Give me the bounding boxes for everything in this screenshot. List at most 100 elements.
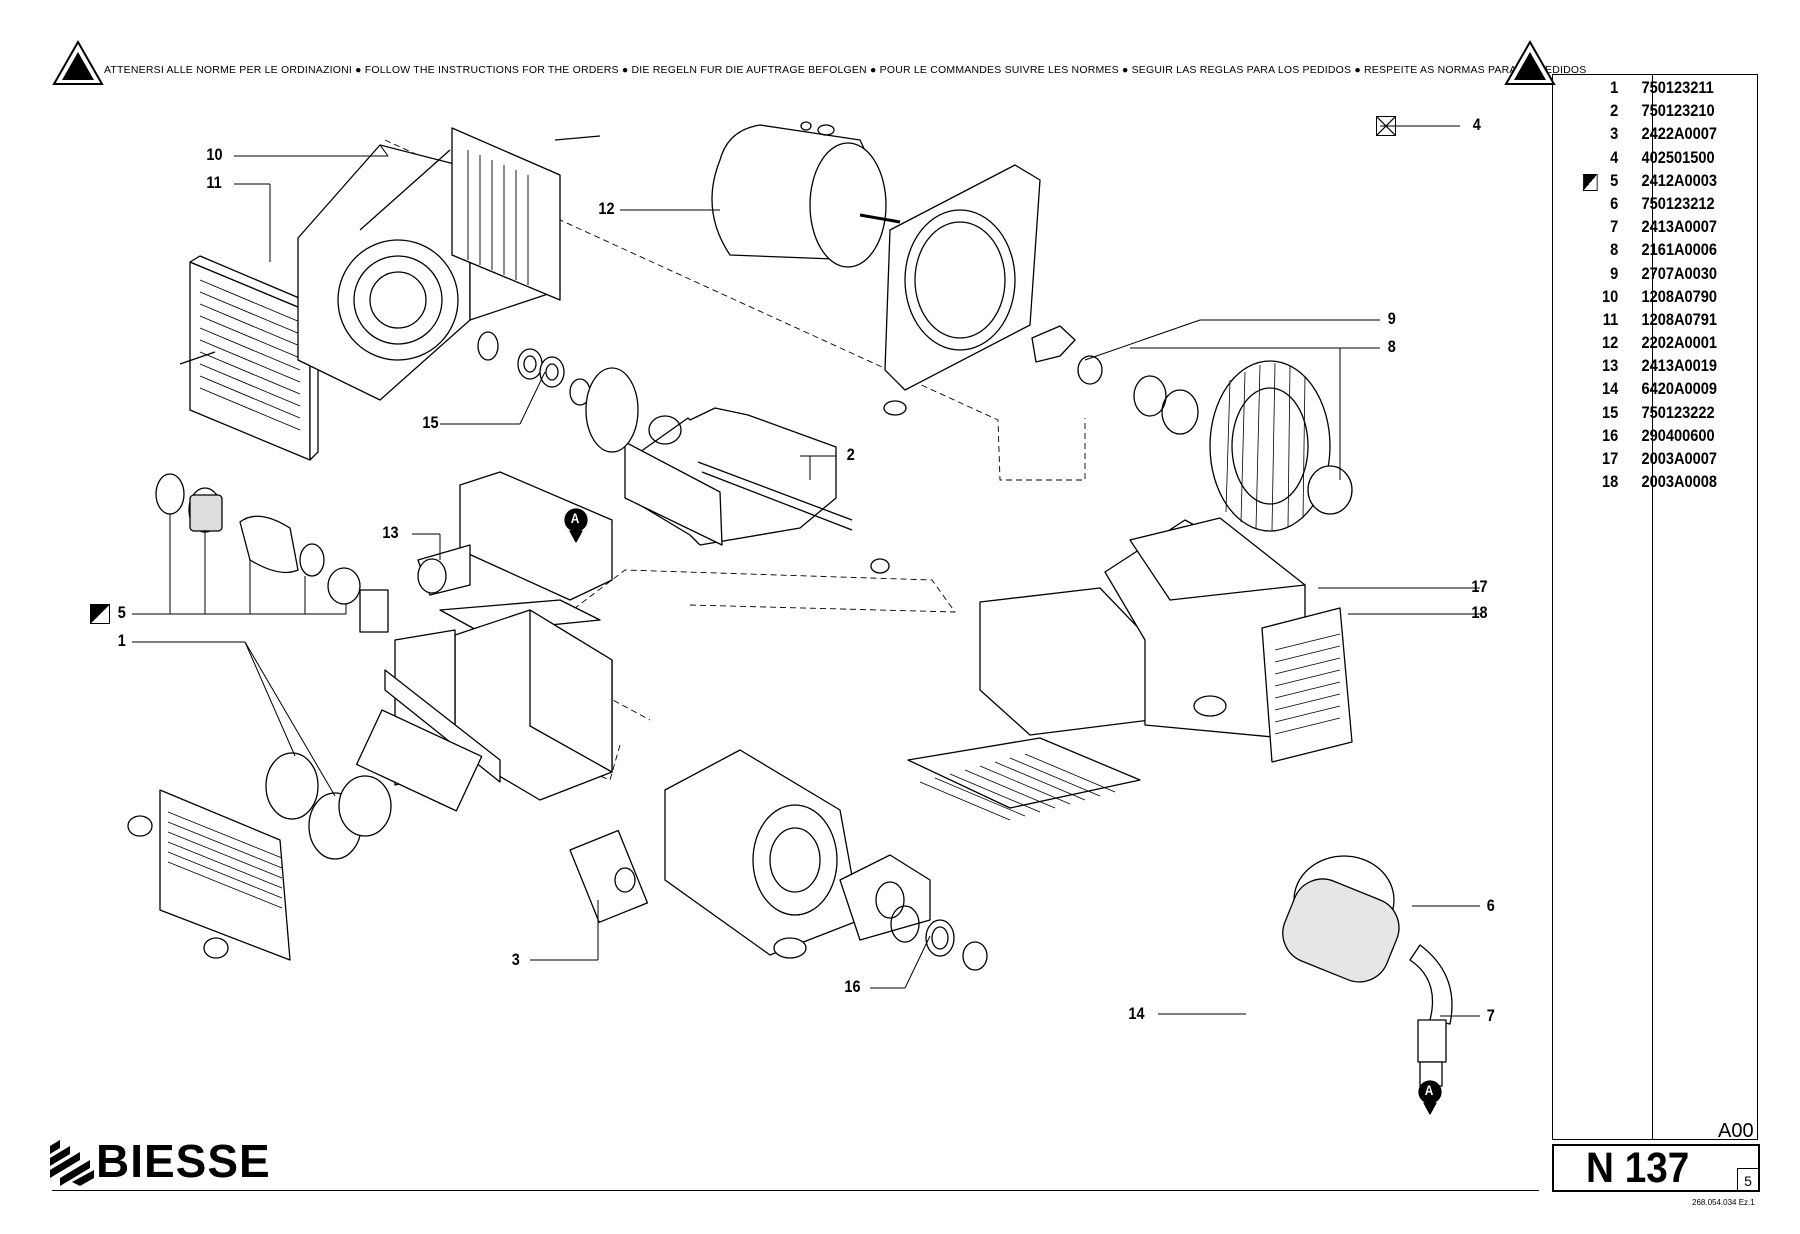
part-code: 1208A0790: [1641, 286, 1718, 306]
end-cover-grille: [127, 752, 392, 961]
part-number: 9: [1610, 263, 1619, 283]
biesse-logo-icon: [50, 1140, 94, 1186]
part-number: 7: [1610, 217, 1619, 237]
part-code: 6420A0009: [1641, 379, 1718, 399]
part-code: 2202A0001: [1641, 333, 1718, 353]
part-code: 290400600: [1641, 425, 1715, 445]
pump-body: [355, 609, 613, 812]
part-number: 16: [1601, 425, 1619, 445]
part-number: 15: [1601, 402, 1619, 422]
callout-16: 16: [844, 977, 861, 996]
wear-part-marker-icon: [90, 604, 110, 624]
parts-list-row: 1 750123211: [1552, 78, 1729, 101]
detail-inset-filter: [1282, 855, 1453, 1087]
rear-hood-cover: [1104, 517, 1306, 741]
parts-list-row: 9 2707A0030: [1552, 264, 1729, 287]
callout-10: 10: [206, 145, 223, 164]
parts-list-row: 15 750123222: [1552, 403, 1729, 426]
parts-list-row: 4 402501500: [1552, 148, 1729, 171]
part-number: 11: [1602, 309, 1619, 329]
callout-18: 18: [1471, 603, 1488, 622]
end-plate: [839, 854, 931, 941]
parts-list-row: 5 2412A0003: [1552, 171, 1729, 194]
detail-a-label: A: [570, 510, 580, 526]
callout-3: 3: [511, 950, 520, 969]
parts-list-row: 6 750123212: [1552, 194, 1729, 217]
parts-list-row: 2 750123210: [1552, 101, 1729, 124]
part-number: 1: [1610, 78, 1619, 97]
part-code: 750123211: [1641, 78, 1714, 97]
callout-1: 1: [117, 631, 126, 650]
part-number: 3: [1610, 124, 1619, 144]
callout-9: 9: [1387, 309, 1396, 328]
part-code: 750123222: [1641, 402, 1715, 422]
brand-name: BIESSE: [96, 1135, 271, 1187]
callout-15: 15: [422, 413, 439, 432]
callout-4: 4: [1472, 115, 1481, 134]
page-number-box: [1552, 1144, 1760, 1192]
left-grille-cover: [179, 255, 319, 461]
part-number: 12: [1601, 333, 1619, 353]
part-number: 5: [1610, 170, 1619, 190]
detail-a-marker: [1418, 1080, 1442, 1115]
rotor-assembly: [585, 367, 890, 574]
part-code: 2707A0030: [1641, 263, 1718, 283]
instructions-banner: ATTENERSI ALLE NORME PER LE ORDINAZIONI …: [52, 40, 1587, 100]
order-instructions-text: ATTENERSI ALLE NORME PER LE ORDINAZIONI …: [104, 64, 1587, 76]
electric-motor: [711, 121, 901, 268]
parts-list-divider: [1652, 74, 1653, 1140]
part-code: 750123210: [1641, 101, 1715, 121]
callout-14: 14: [1128, 1004, 1145, 1023]
parts-list-panel: [1552, 74, 1758, 1140]
callout-7: 7: [1486, 1006, 1495, 1025]
part-code: 2422A0007: [1641, 124, 1718, 144]
part-number: 18: [1601, 472, 1619, 492]
bottom-rule: [52, 1190, 1539, 1191]
part-code: 402501500: [1641, 147, 1715, 167]
page-number: N 137: [1586, 1144, 1690, 1192]
part-number: 13: [1601, 356, 1619, 376]
parts-list-row: 13 2413A0019: [1552, 356, 1729, 379]
part-code: 750123212: [1641, 193, 1715, 213]
callout-17: 17: [1471, 577, 1488, 596]
not-included-marker-icon: [1376, 116, 1396, 136]
valve-body: [417, 471, 613, 633]
part-code: 2413A0019: [1641, 356, 1718, 376]
rear-grille: [1261, 607, 1353, 763]
sheet-number: 5: [1737, 1168, 1758, 1192]
revision-code: A00: [1718, 1120, 1754, 1142]
part-number: 10: [1601, 286, 1619, 306]
callout-13: 13: [382, 523, 399, 542]
callout-2: 2: [846, 445, 855, 464]
bearing-set: [477, 331, 613, 417]
parts-list-row: 16 290400600: [1552, 426, 1729, 449]
part-number: 6: [1610, 193, 1619, 213]
callout-12: 12: [598, 199, 615, 218]
parts-list-row: 3 2422A0007: [1552, 124, 1729, 147]
callout-8: 8: [1387, 337, 1396, 356]
inlet-filter-set: [155, 473, 389, 633]
oil-filter-cartridge: [569, 829, 649, 923]
leader-lines: [132, 125, 1480, 1017]
part-number: 8: [1610, 240, 1619, 260]
coupling: [1031, 325, 1199, 435]
rear-grille-panel: [451, 127, 601, 301]
part-number: 2: [1610, 101, 1619, 121]
part-code: 2003A0008: [1641, 472, 1718, 492]
wear-part-marker-icon: [1582, 173, 1598, 191]
part-number: 4: [1610, 147, 1619, 167]
detail-a-marker: [564, 508, 588, 543]
callout-5: 5: [117, 603, 126, 622]
warning-triangle-icon: [1504, 40, 1556, 85]
parts-list-row: 18 2003A0008: [1552, 472, 1729, 495]
fan-impeller: [1209, 360, 1353, 532]
parts-list-row: 12 2202A0001: [1552, 333, 1729, 356]
part-code: 2413A0007: [1641, 217, 1718, 237]
document-code: 268.054.034 Ez.1: [1692, 1198, 1755, 1207]
motor-flange: [883, 164, 1041, 416]
part-code: 2412A0003: [1641, 170, 1718, 190]
